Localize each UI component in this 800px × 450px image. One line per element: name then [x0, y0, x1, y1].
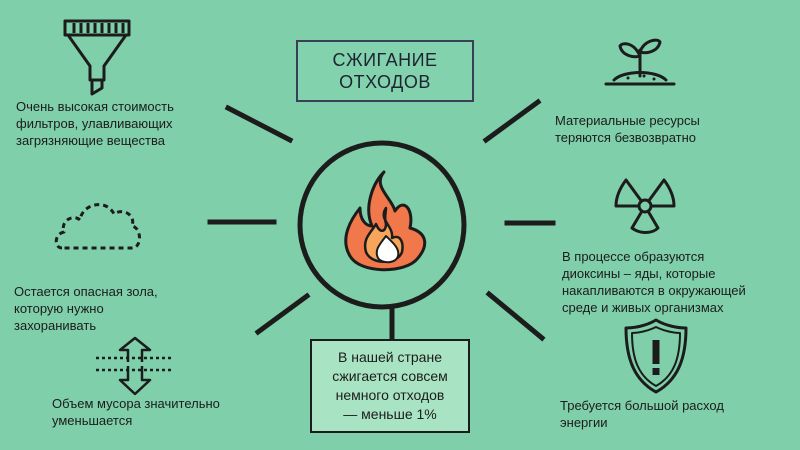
note-line-1: В нашей стране	[338, 349, 442, 365]
item-text-line: В процессе образуются	[562, 249, 705, 264]
item-energy-text: Требуется большой расход энергии	[560, 397, 724, 431]
item-text-line: фильтров, улавливающих	[16, 116, 173, 131]
ray-lower-right	[485, 290, 546, 342]
funnel-filter-icon	[63, 19, 131, 96]
item-text-line: Остается опасная зола,	[14, 284, 158, 299]
item-text-line: диоксины – яды, которые	[562, 266, 716, 281]
item-text-line: Объем мусора значительно	[52, 396, 220, 411]
item-volume-text: Объем мусора значительно уменьшается	[52, 395, 220, 429]
ray-upper-left	[224, 104, 294, 144]
flame-icon	[344, 170, 427, 272]
ray-upper-right	[482, 98, 542, 144]
item-text-line: загрязняющие вещества	[16, 133, 165, 148]
sprout-icon	[604, 38, 676, 86]
item-text-line: энергии	[560, 415, 608, 430]
item-resources-text: Материальные ресурсы теряются безвозврат…	[555, 112, 700, 146]
cloud-icon	[54, 203, 141, 250]
item-text-line: теряются безвозвратно	[555, 130, 697, 145]
item-text-line: Материальные ресурсы	[555, 113, 700, 128]
ray-lower-left	[254, 292, 311, 336]
note-line-2: сжигается совсем	[332, 368, 448, 384]
compress-arrows-icon	[96, 336, 174, 396]
item-text-line: среде и живых организмах	[562, 300, 724, 315]
title-line-1: СЖИГАНИЕ	[332, 50, 438, 70]
note-line-4: — меньше 1%	[343, 406, 437, 422]
warning-shield-icon	[624, 318, 688, 394]
center-circle	[297, 140, 467, 310]
item-filters-text: Очень высокая стоимость фильтров, улавли…	[16, 98, 174, 149]
item-text-line: Требуется большой расход	[560, 398, 724, 413]
incineration-share-note: В нашей стране сжигается совсем немного …	[310, 339, 470, 433]
item-text-line: захоранивать	[14, 318, 97, 333]
item-ash-text: Остается опасная зола, которую нужно зах…	[14, 283, 158, 334]
radiation-icon	[614, 178, 676, 234]
item-text-line: накапливаются в окружающей	[562, 283, 746, 298]
title-box: СЖИГАНИЕ ОТХОДОВ	[296, 40, 474, 102]
item-dioxins-text: В процессе образуются диоксины – яды, ко…	[562, 248, 746, 316]
item-text-line: уменьшается	[52, 413, 133, 428]
note-line-3: немного отходов	[335, 387, 445, 403]
item-text-line: Очень высокая стоимость	[16, 99, 174, 114]
title-line-2: ОТХОДОВ	[339, 72, 431, 92]
item-text-line: которую нужно	[14, 301, 104, 316]
